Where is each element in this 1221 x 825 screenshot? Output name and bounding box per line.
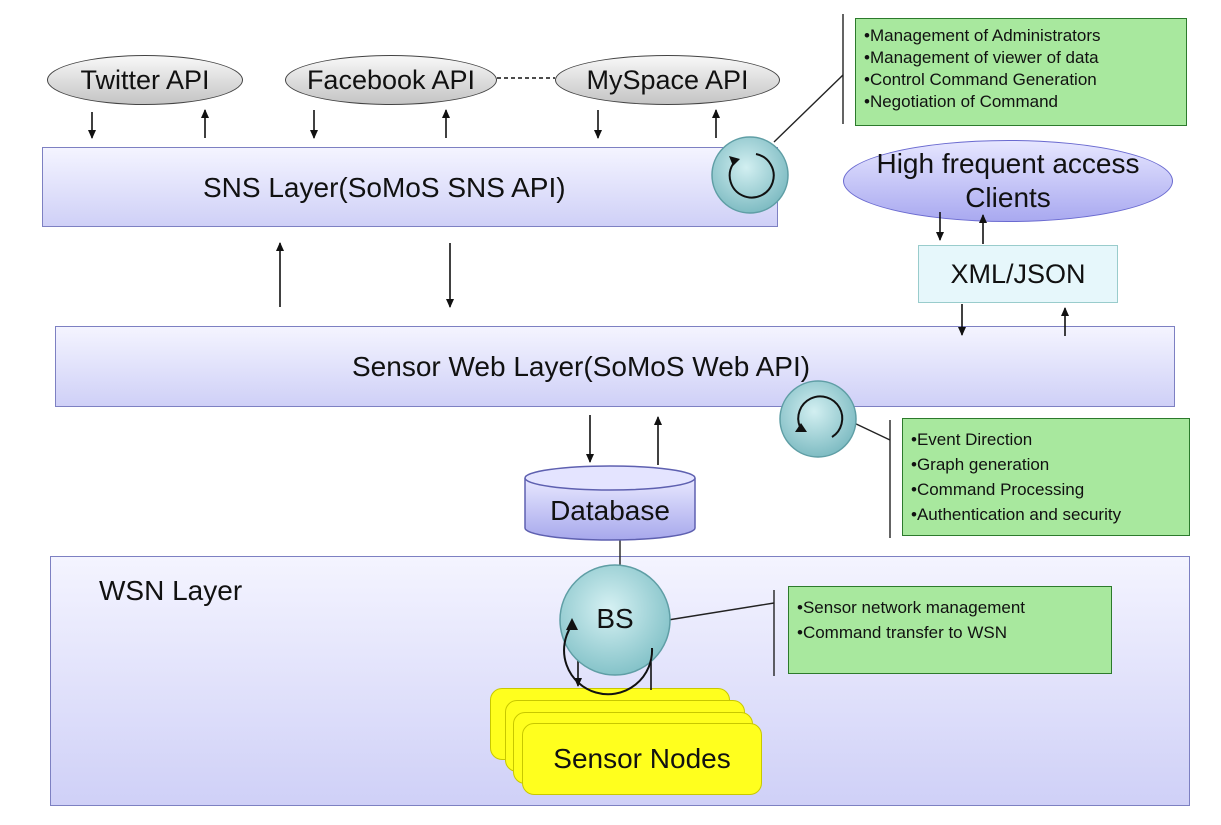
xml-json-format-note: XML/JSON — [918, 245, 1118, 303]
sns-process-icon — [711, 136, 789, 214]
web-note-item: •Event Direction — [911, 430, 1033, 449]
web-process-icon — [779, 380, 857, 458]
sensor-nodes: Sensor Nodes — [522, 723, 762, 795]
facebook-api-label: Facebook API — [306, 64, 476, 95]
sns-note-item: •Control Command Generation — [864, 70, 1097, 89]
sensor-web-layer-label: Sensor Web Layer(SoMoS Web API) — [352, 351, 811, 382]
bs-node — [559, 564, 671, 696]
bs-note-item: •Command transfer to WSN — [797, 623, 1008, 642]
sns-notes-box: •Management of Administrators •Managemen… — [855, 18, 1187, 126]
bs-note-item: •Sensor network management — [797, 598, 1026, 617]
web-note-item: •Authentication and security — [911, 505, 1122, 524]
twitter-api-label: Twitter API — [80, 64, 210, 95]
sns-callout-line — [773, 74, 844, 143]
clients-line2: Clients — [965, 182, 1051, 213]
wsn-layer-label: WSN Layer — [99, 575, 243, 606]
sns-layer-label: SNS Layer(SoMoS SNS API) — [203, 172, 566, 203]
clients-line1: High frequent access — [876, 148, 1140, 179]
database-label: Database — [550, 495, 670, 526]
myspace-api-node: MySpace API — [555, 55, 780, 105]
bs-callout-line — [667, 602, 775, 621]
bs-label: BS — [596, 603, 634, 634]
sensor-web-layer: Sensor Web Layer(SoMoS Web API) — [55, 326, 1175, 407]
sns-note-item: •Management of viewer of data — [864, 48, 1099, 67]
web-note-item: •Graph generation — [911, 455, 1050, 474]
sns-layer: SNS Layer(SoMoS SNS API) — [42, 147, 778, 227]
myspace-api-label: MySpace API — [586, 64, 749, 95]
high-frequent-clients-node: High frequent access Clients — [843, 140, 1173, 222]
twitter-api-node: Twitter API — [47, 55, 243, 105]
facebook-api-node: Facebook API — [285, 55, 497, 105]
xml-json-label: XML/JSON — [950, 258, 1086, 289]
sns-note-item: •Management of Administrators — [864, 26, 1101, 45]
sensor-nodes-label: Sensor Nodes — [553, 743, 731, 774]
bs-notes-box: •Sensor network management •Command tran… — [788, 586, 1112, 674]
web-note-item: •Command Processing — [911, 480, 1085, 499]
web-notes-box: •Event Direction •Graph generation •Comm… — [902, 418, 1190, 536]
sns-note-item: •Negotiation of Command — [864, 92, 1058, 111]
database-icon — [524, 465, 696, 541]
web-callout-line — [851, 421, 891, 441]
